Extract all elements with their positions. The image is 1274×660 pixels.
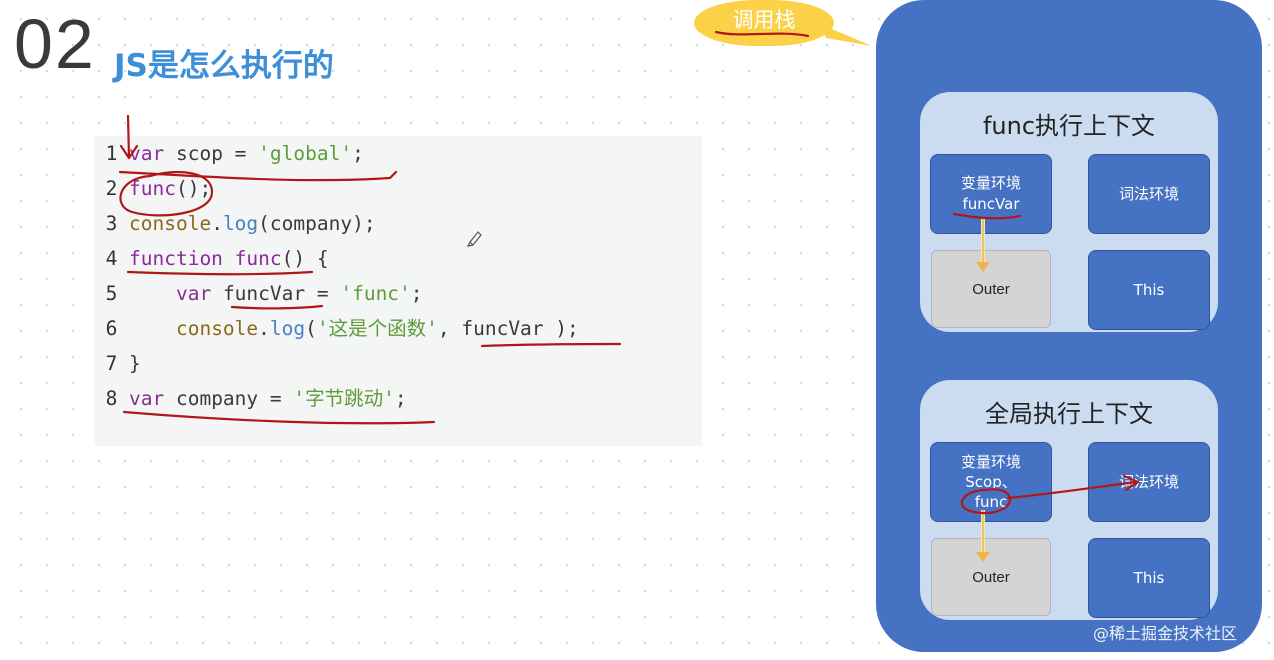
code-token: (company); <box>258 212 376 235</box>
code-token: var <box>175 282 212 305</box>
line-number: 1 <box>105 142 118 165</box>
code-token <box>223 247 235 270</box>
code-token: ( <box>305 317 317 340</box>
line-number: 8 <box>105 387 118 410</box>
env-label: 词法环境 <box>1118 184 1179 203</box>
func-variable-environment: 变量环境 funcVar <box>930 154 1052 234</box>
line-number: 2 <box>105 177 118 200</box>
line-number: 4 <box>105 247 118 270</box>
env-value: func <box>974 493 1008 511</box>
code-token: ; <box>352 142 364 165</box>
global-lexical-environment: 词法环境 <box>1088 442 1210 522</box>
line-number: 7 <box>105 352 118 375</box>
code-token: 'func' <box>340 282 411 305</box>
code-line-2: 2 func(); <box>94 171 212 206</box>
code-token: func <box>234 247 282 270</box>
code-token: funcVar = <box>211 282 341 305</box>
code-token: var <box>129 387 165 410</box>
code-token: '字节跳动' <box>293 387 395 410</box>
env-label: 词法环境 <box>1118 472 1179 491</box>
code-token: log <box>222 212 259 235</box>
callstack-callout: 调用栈 <box>694 0 834 46</box>
callout-label: 调用栈 <box>732 8 796 32</box>
code-token: scop = <box>164 142 259 165</box>
context-title: func执行上下文 <box>982 112 1156 140</box>
code-line-3: 3 console.log(company); <box>94 206 376 241</box>
this-label: This <box>1133 568 1165 587</box>
line-number: 6 <box>105 317 118 340</box>
code-token: () { <box>281 247 329 270</box>
code-token: function <box>129 247 223 270</box>
code-token: (); <box>175 177 212 200</box>
code-token: , funcVar ); <box>437 317 579 340</box>
code-token: '这是个函数' <box>316 317 438 340</box>
func-outer-box: Outer <box>931 250 1051 328</box>
slide-title: JS是怎么执行的 <box>114 48 334 84</box>
code-line-7: 7} <box>94 346 141 381</box>
outer-label: Outer <box>972 568 1010 586</box>
env-value: funcVar <box>962 195 1020 213</box>
watermark: @稀土掘金技术社区 <box>1093 624 1238 643</box>
code-token: console <box>129 212 212 235</box>
code-line-6: 6 console.log('这是个函数', funcVar ); <box>94 311 579 346</box>
context-title: 全局执行上下文 <box>985 400 1153 428</box>
func-this-box: This <box>1088 250 1210 330</box>
code-token: log <box>269 317 306 340</box>
func-lexical-environment: 词法环境 <box>1088 154 1210 234</box>
line-number: 5 <box>105 282 118 305</box>
code-token: } <box>129 352 141 375</box>
line-number: 3 <box>105 212 118 235</box>
global-this-box: This <box>1088 538 1210 618</box>
code-token: func <box>129 177 176 200</box>
code-token: company = <box>164 387 294 410</box>
outer-label: Outer <box>972 280 1010 298</box>
code-token: var <box>129 142 165 165</box>
global-variable-environment: 变量环境 Scop、 func <box>930 442 1052 522</box>
code-token: 'global' <box>258 142 353 165</box>
code-line-5: 5 var funcVar = 'func'; <box>94 276 423 311</box>
global-outer-box: Outer <box>931 538 1051 616</box>
env-value: Scop、 <box>965 473 1017 491</box>
code-token: console <box>175 317 259 340</box>
code-token: ; <box>394 387 407 410</box>
code-token: . <box>258 317 270 340</box>
this-label: This <box>1133 280 1165 299</box>
code-token: . <box>211 212 223 235</box>
slide-number: 02 <box>14 5 96 83</box>
env-label: 变量环境 <box>960 174 1021 192</box>
code-token: ; <box>410 282 423 305</box>
env-label: 变量环境 <box>960 453 1021 471</box>
code-line-8: 8 var company = '字节跳动'; <box>94 381 407 416</box>
code-line-1: 1 var scop = 'global'; <box>94 136 364 171</box>
code-line-4: 4 function func() { <box>94 241 329 276</box>
